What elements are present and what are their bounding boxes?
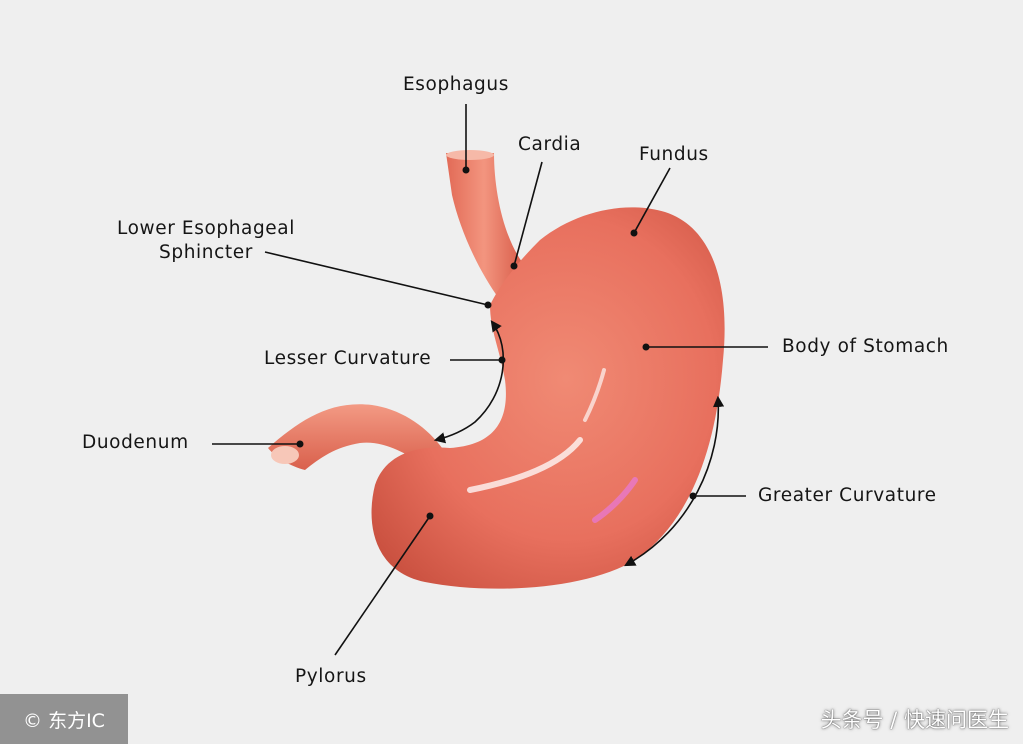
- label-lesser-curvature: Lesser Curvature: [264, 348, 432, 369]
- label-les-line1: Lower Esophageal: [117, 218, 295, 239]
- greater-curvature-arrow: [624, 395, 725, 567]
- leader-cardia: [513, 161, 543, 267]
- label-greater-curvature: Greater Curvature: [758, 485, 937, 506]
- stomach-shape: [371, 207, 725, 589]
- label-cardia: Cardia: [518, 134, 582, 155]
- anchor-dots: [296, 166, 697, 520]
- dot-pylorus: [426, 512, 434, 520]
- leader-fundus: [633, 167, 671, 234]
- stomach-highlight: [467, 437, 583, 493]
- lesser-curvature-arrow: [433, 320, 505, 444]
- dot-duodenum: [296, 440, 304, 448]
- stomach-highlight: [583, 368, 606, 422]
- label-lower-esophageal-sphincter: Lower Esophageal Sphincter: [107, 217, 305, 265]
- esophagus-shape: [446, 153, 522, 300]
- label-esophagus: Esophagus: [403, 74, 509, 95]
- dot-esophagus: [462, 166, 470, 174]
- watermark-left: © 东方IC: [0, 694, 128, 744]
- dot-fundus: [630, 229, 638, 237]
- duodenum-opening: [271, 446, 299, 464]
- dot-lesser-curvature: [498, 356, 506, 364]
- watermark-right: 头条号 / 快速问医生: [820, 708, 1009, 732]
- duodenum-shape: [268, 404, 445, 470]
- watermark-left-text: © 东方IC: [23, 709, 105, 732]
- dot-greater-curvature: [689, 492, 697, 500]
- label-duodenum: Duodenum: [82, 432, 189, 453]
- label-les-line2: Sphincter: [159, 242, 253, 263]
- dot-cardia: [510, 262, 518, 270]
- label-pylorus: Pylorus: [295, 666, 367, 687]
- leader-les: [264, 251, 489, 306]
- leader-pylorus: [334, 515, 431, 656]
- label-fundus: Fundus: [639, 144, 709, 165]
- dot-les: [484, 301, 492, 309]
- esophagus-opening: [446, 150, 494, 160]
- dot-body: [642, 343, 650, 351]
- label-body-of-stomach: Body of Stomach: [782, 336, 949, 357]
